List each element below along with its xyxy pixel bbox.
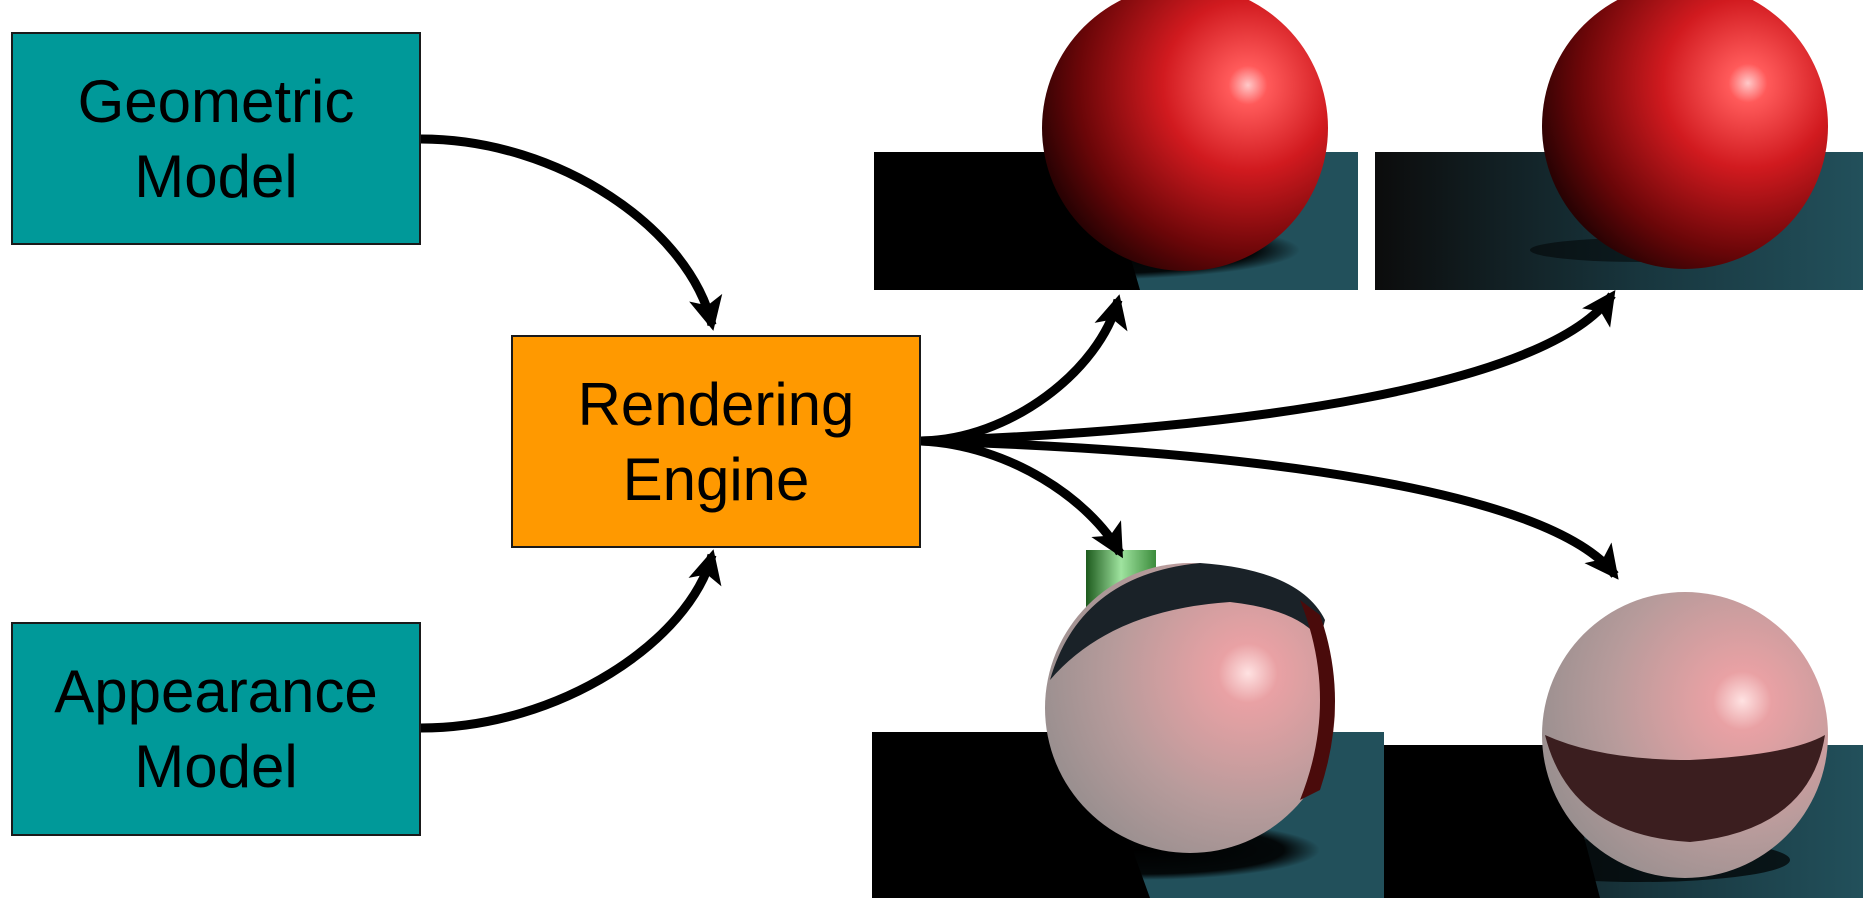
render-pink-sphere-with-cylinder <box>872 550 1384 898</box>
rendering-engine-box: Rendering Engine <box>511 335 921 548</box>
arrow-geometric-to-rendering <box>420 134 723 331</box>
arrow-rendering-to-render-2 <box>920 290 1616 446</box>
arrow-appearance-to-rendering <box>420 549 722 733</box>
geometric-model-label: Geometric Model <box>77 67 355 210</box>
red-sphere <box>1542 0 1828 269</box>
appearance-model-box: Appearance Model <box>11 622 421 836</box>
arrow-rendering-to-render-1 <box>920 294 1128 446</box>
pink-sphere <box>1045 563 1335 853</box>
red-sphere <box>1042 0 1328 271</box>
render-red-sphere-shadow <box>874 0 1358 290</box>
arrows <box>420 134 1619 733</box>
render-red-sphere <box>1375 0 1863 290</box>
appearance-model-label: Appearance Model <box>54 658 378 800</box>
rendering-engine-label: Rendering Engine <box>577 370 855 513</box>
geometric-model-box: Geometric Model <box>11 32 421 245</box>
render-pink-sphere-reflective <box>1384 592 1863 898</box>
arrow-rendering-to-render-4 <box>920 436 1619 580</box>
arrow-rendering-to-render-3 <box>920 436 1124 559</box>
